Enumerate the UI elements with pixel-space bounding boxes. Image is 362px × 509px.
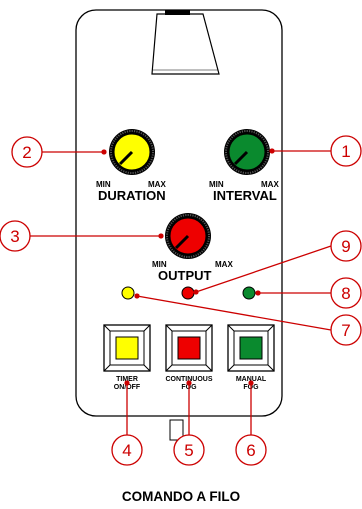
callout-8 [330,277,362,309]
duration-knob[interactable] [109,129,155,175]
callout-7-number: 7 [341,321,350,340]
output-knob[interactable] [165,213,211,259]
callout-5 [173,434,205,466]
callout-7 [330,314,362,346]
continuous-fog-label-1: CONTINUOUS [165,376,212,383]
callout-8-number: 8 [341,284,350,303]
manual-fog-button[interactable] [227,324,275,372]
interval-max-label: MAX [261,180,279,189]
duration-max-label: MAX [148,180,166,189]
yellow-led [121,286,135,300]
callout-3 [0,220,31,252]
callout-2-number: 2 [22,143,31,162]
green-led [242,286,256,300]
interval-knob[interactable] [224,129,270,175]
timer-button-label-1: TIMER [116,376,138,383]
callout-2 [11,136,43,168]
continuous-fog-button[interactable] [165,324,213,372]
callout-6 [235,434,267,466]
callout-5-number: 5 [184,441,193,460]
callout-4 [111,434,143,466]
belt-clip [151,10,220,75]
cable [169,419,184,441]
manual-fog-label-1: MANUAL [236,376,267,383]
duration-min-label: MIN [96,180,111,189]
timer-button[interactable] [103,324,151,372]
interval-title: INTERVAL [213,188,277,203]
interval-min-label: MIN [209,180,224,189]
callout-6-number: 6 [246,441,255,460]
output-max-label: MAX [215,260,233,269]
red-led [181,286,195,300]
output-min-label: MIN [152,260,167,269]
callout-4-number: 4 [122,441,131,460]
callout-1 [330,135,362,167]
callout-9 [330,230,362,262]
callout-lines [28,148,332,435]
caption: COMANDO A FILO [122,489,240,504]
callout-3-number: 3 [10,227,19,246]
duration-title: DURATION [98,188,166,203]
output-title: OUTPUT [158,268,212,283]
callout-1-number: 1 [341,142,350,161]
callout-9-number: 9 [341,237,350,256]
